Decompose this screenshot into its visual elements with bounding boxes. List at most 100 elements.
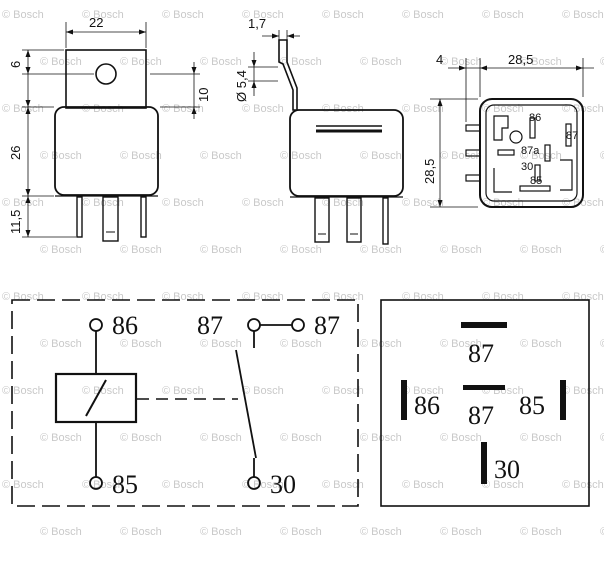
pinout-label-87-center: 87 xyxy=(468,401,494,430)
watermark-text: © Bosch xyxy=(242,385,284,397)
watermark-text: © Bosch xyxy=(520,432,562,444)
watermark-text: © Bosch xyxy=(162,197,204,209)
watermark-text: © Bosch xyxy=(280,432,322,444)
watermark-text: © Bosch xyxy=(440,150,482,162)
watermark-text: © Bosch xyxy=(482,103,524,115)
watermark-text: © Bosch xyxy=(482,291,524,303)
watermark-text: © Bosch xyxy=(120,150,162,162)
watermark-text: © Bosch xyxy=(520,526,562,538)
watermark-text: © Bosch xyxy=(242,9,284,21)
base-label-87: 87 xyxy=(566,130,578,142)
watermark-text: © Bosch xyxy=(242,291,284,303)
watermark-text: © Bosch xyxy=(280,526,322,538)
watermark-text: © Bosch xyxy=(520,338,562,350)
watermark-text: © Bosch xyxy=(402,9,444,21)
dim-base-width: 28,5 xyxy=(508,52,533,67)
watermark-text: © Bosch xyxy=(162,103,204,115)
watermark-text: © Bosch xyxy=(562,9,604,21)
watermark-text: © Bosch xyxy=(600,150,604,162)
pin-side-3 xyxy=(382,197,389,245)
pin-front-1 xyxy=(76,196,83,238)
watermark-text: © Bosch xyxy=(200,338,242,350)
watermark-text: © Bosch xyxy=(440,338,482,350)
mounting-hole xyxy=(95,63,117,85)
watermark-text: © Bosch xyxy=(600,56,604,68)
dim-width-body: 22 xyxy=(89,15,103,30)
dim-tab-thickness: 1,7 xyxy=(248,16,266,31)
dim-body-height: 26 xyxy=(8,146,23,160)
pin-front-3 xyxy=(140,196,147,238)
watermark-text: © Bosch xyxy=(280,56,322,68)
watermark-text: © Bosch xyxy=(2,197,44,209)
side-tab xyxy=(278,39,298,111)
watermark-text: © Bosch xyxy=(520,56,562,68)
circuit-schematic: 86 85 87 87 30 xyxy=(11,299,359,507)
pinout-label-87-top: 87 xyxy=(468,339,494,368)
watermark-text: © Bosch xyxy=(562,479,604,491)
watermark-text: © Bosch xyxy=(2,103,44,115)
side-view: 1,7 Ø 5,4 xyxy=(234,16,404,245)
watermark-text: © Bosch xyxy=(40,432,82,444)
watermark-text: © Bosch xyxy=(600,338,604,350)
dim-pin-length: 11,5 xyxy=(8,210,23,234)
watermark-text: © Bosch xyxy=(440,244,482,256)
watermark-text: © Bosch xyxy=(322,103,364,115)
dim-tab-height: 6 xyxy=(8,61,23,68)
watermark-text: © Bosch xyxy=(40,244,82,256)
pinout-label-85: 85 xyxy=(519,391,545,420)
watermark-text: © Bosch xyxy=(280,150,322,162)
watermark-text: © Bosch xyxy=(200,150,242,162)
dim-base-offset: 4 xyxy=(436,52,443,67)
watermark-text: © Bosch xyxy=(520,244,562,256)
watermark-text: © Bosch xyxy=(162,385,204,397)
watermark-text: © Bosch xyxy=(200,432,242,444)
watermark-text: © Bosch xyxy=(520,150,562,162)
watermark-text: © Bosch xyxy=(322,9,364,21)
pinout-frame xyxy=(380,299,590,507)
schematic-label-85: 85 xyxy=(112,470,138,499)
watermark-text: © Bosch xyxy=(440,56,482,68)
pinout-label-30: 30 xyxy=(494,455,520,484)
watermark-text: © Bosch xyxy=(2,291,44,303)
watermark-text: © Bosch xyxy=(82,103,124,115)
watermark-text: © Bosch xyxy=(402,103,444,115)
pin-slot-30 xyxy=(481,442,487,484)
watermark-text: © Bosch xyxy=(562,385,604,397)
base-label-87a: 87a xyxy=(521,145,540,157)
watermark-text: © Bosch xyxy=(322,291,364,303)
watermark-text: © Bosch xyxy=(40,56,82,68)
watermark-text: © Bosch xyxy=(40,338,82,350)
watermark-text: © Bosch xyxy=(562,291,604,303)
pin-slot-86 xyxy=(401,380,407,420)
watermark-text: © Bosch xyxy=(402,291,444,303)
schematic-label-30: 30 xyxy=(270,470,296,499)
watermark-text: © Bosch xyxy=(200,244,242,256)
watermark-text: © Bosch xyxy=(2,479,44,491)
watermark-text: © Bosch xyxy=(360,244,402,256)
watermark-layer: © Bosch © Bosch © Bosch © Bosch © Bosch © Bos… xyxy=(2,9,604,538)
watermark-text: © Bosch xyxy=(200,56,242,68)
watermark-text: © Bosch xyxy=(322,479,364,491)
watermark-text: © Bosch xyxy=(322,197,364,209)
pin-slot-87-center xyxy=(463,385,505,390)
terminal-86-dot xyxy=(89,318,103,332)
watermark-text: © Bosch xyxy=(402,197,444,209)
mounting-tab xyxy=(65,49,147,109)
watermark-text: © Bosch xyxy=(120,338,162,350)
terminal-30-dot xyxy=(247,476,261,490)
watermark-text: © Bosch xyxy=(242,103,284,115)
base-label-86: 86 xyxy=(529,112,541,124)
switch-arm xyxy=(235,349,257,459)
terminal-85-dot xyxy=(89,476,103,490)
pinout-diagram: 87 87 86 85 30 xyxy=(380,299,590,507)
watermark-text: © Bosch xyxy=(162,9,204,21)
pinout-label-86: 86 xyxy=(414,391,440,420)
terminal-87-dot xyxy=(247,318,261,332)
watermark-text: © Bosch xyxy=(120,56,162,68)
base-label-85: 85 xyxy=(530,175,542,187)
pin-front-2 xyxy=(102,196,119,242)
watermark-text: © Bosch xyxy=(120,244,162,256)
pin-slot-87-top xyxy=(461,322,507,328)
dim-tab-offset: 10 xyxy=(196,88,211,102)
